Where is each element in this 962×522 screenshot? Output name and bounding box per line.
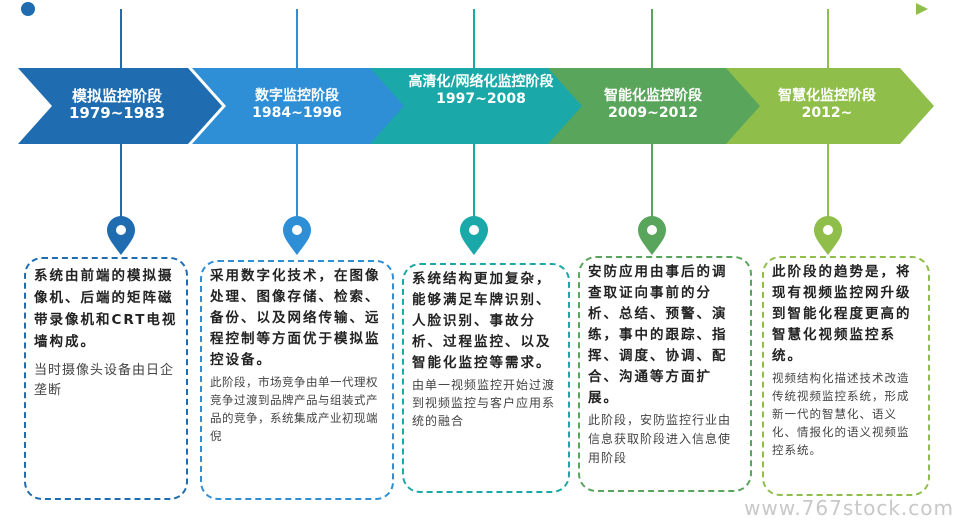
stage-chevron-1: [18, 68, 222, 144]
stage-note-text: 视频结构化描述技术改造传统视频监控系统，形成新一代的智慧化、语义化、情报化的语义…: [772, 371, 910, 457]
stage-chevron-4: [548, 68, 762, 144]
stage-years: 1979~1983: [68, 104, 166, 122]
stage-description-2: 采用数字化技术，在图像处理、图像存储、检索、备份、以及网络传输、远程控制等方面优…: [200, 260, 394, 500]
pin-icon: [814, 216, 842, 255]
stage-name: 智能化监控阶段: [604, 88, 702, 104]
pin-icon: [460, 216, 488, 255]
stage-years: 1984~1996: [252, 105, 342, 121]
stage-chevron-2: [192, 68, 406, 144]
stage-note-text: 当时摄像头设备由日企垄断: [34, 363, 175, 398]
stage-title-1: 模拟监控阶段 1979~1983: [42, 88, 192, 122]
stage-title-3: 高清化/网络化监控阶段 1997~2008: [399, 74, 563, 108]
stage-chevron-3: [370, 68, 584, 144]
stage-note-text: 由单一视频监控开始过渡到视频监控与客户应用系统的融合: [412, 378, 556, 428]
stage-years: 1997~2008: [436, 91, 526, 107]
stage-years: 2012~: [801, 105, 853, 121]
pin-icon: [283, 216, 311, 255]
stage-note-text: 此阶段，安防监控行业由信息获取阶段进入信息使用阶段: [588, 413, 732, 465]
pin-icon: [638, 216, 666, 255]
stage-description-1: 系统由前端的模拟摄像机、后端的矩阵磁带录像机和CRT电视墙构成。 当时摄像头设备…: [24, 257, 188, 500]
watermark: www.767stock.com: [744, 496, 954, 520]
stage-years: 2009~2012: [608, 105, 698, 121]
stage-title-5: 智慧化监控阶段 2012~: [752, 88, 902, 122]
timeline-end-arrow: [916, 3, 928, 15]
pin-icon: [107, 216, 135, 255]
stage-name: 高清化/网络化监控阶段: [408, 74, 554, 90]
stage-main-text: 系统由前端的模拟摄像机、后端的矩阵磁带录像机和CRT电视墙构成。: [34, 268, 178, 350]
stage-name: 模拟监控阶段: [71, 87, 162, 105]
stage-description-3: 系统结构更加复杂，能够满足车牌识别、人脸识别、事故分析、过程监控、以及智能化监控…: [402, 263, 570, 493]
stage-note-text: 此阶段，市场竞争由单一代理权竞争过渡到品牌产品与组装式产品的竞争，系统集成产业初…: [210, 375, 378, 443]
timeline-start-dot: [21, 2, 35, 16]
stage-main-text: 采用数字化技术，在图像处理、图像存储、检索、备份、以及网络传输、远程控制等方面优…: [210, 268, 381, 368]
stage-name: 智慧化监控阶段: [778, 88, 876, 104]
stage-title-2: 数字监控阶段 1984~1996: [222, 88, 372, 122]
stage-chevron-5: [726, 68, 934, 144]
stage-main-text: 系统结构更加复杂，能够满足车牌识别、人脸识别、事故分析、过程监控、以及智能化监控…: [412, 271, 552, 371]
stage-main-text: 安防应用由事后的调查取证向事前的分析、总结、预警、演练，事中的跟踪、指挥、调度、…: [588, 264, 728, 406]
stage-name: 数字监控阶段: [255, 88, 339, 104]
stage-title-4: 智能化监控阶段 2009~2012: [578, 88, 728, 122]
stage-description-4: 安防应用由事后的调查取证向事前的分析、总结、预警、演练，事中的跟踪、指挥、调度、…: [578, 256, 752, 492]
stage-description-5: 此阶段的趋势是，将现有视频监控网升级到智能化程度更高的智慧化视频监控系统。 视频…: [762, 256, 930, 496]
stage-main-text: 此阶段的趋势是，将现有视频监控网升级到智能化程度更高的智慧化视频监控系统。: [772, 264, 912, 364]
